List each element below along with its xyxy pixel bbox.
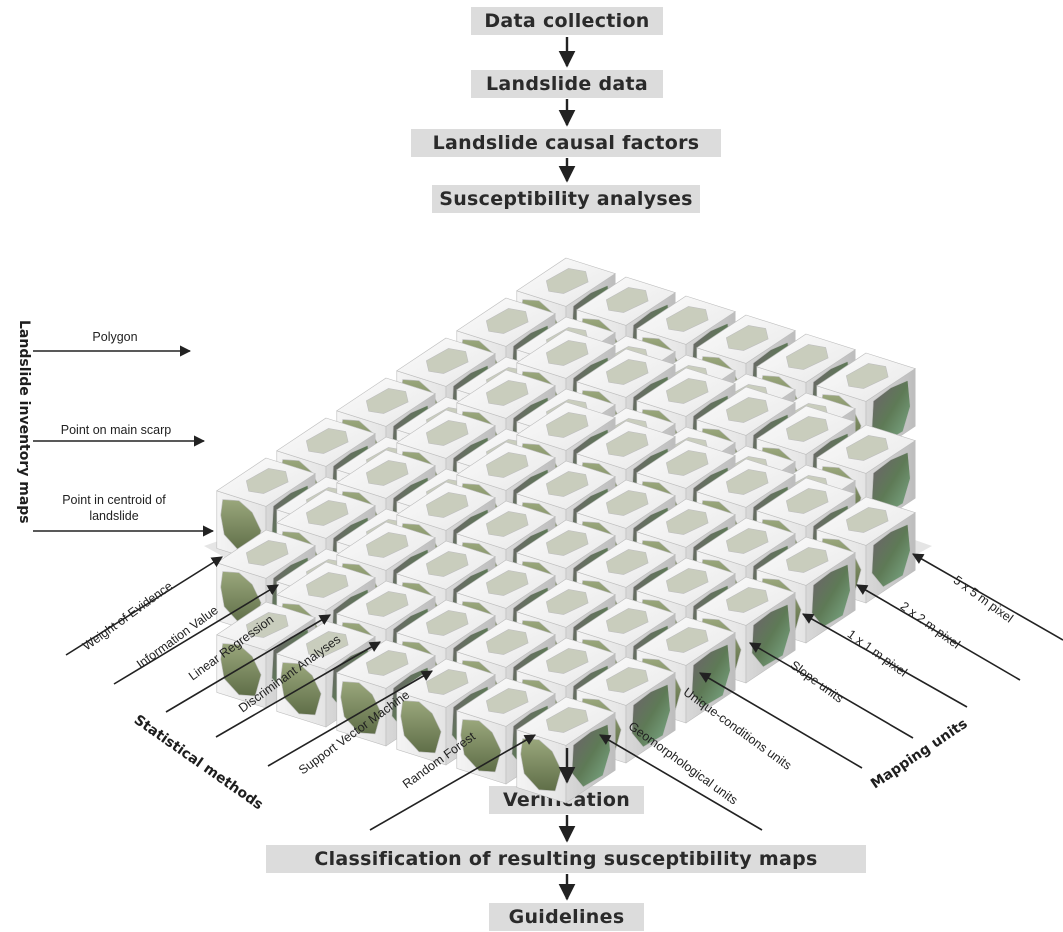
- cube-top-map: [605, 608, 649, 634]
- method-arrow: [113, 584, 279, 685]
- cube-top-map: [425, 669, 469, 695]
- cube-top-map: [545, 412, 589, 438]
- inventory-main-scarp-label: Point on main scarp: [60, 423, 172, 437]
- unit-arrow: [599, 734, 763, 831]
- cube-top-map: [485, 380, 529, 406]
- cube-left-map: [460, 719, 502, 773]
- cube-top-map: [425, 492, 469, 518]
- cube-top-map: [545, 648, 589, 674]
- cube-left-map: [340, 681, 382, 735]
- method-arrow: [215, 641, 381, 738]
- method-arrow: [65, 556, 223, 656]
- cube-right-map: [871, 523, 911, 588]
- cube-left-map: [520, 738, 562, 792]
- method-arrow: [267, 670, 433, 767]
- cube-top-map: [725, 528, 769, 554]
- cube-top-map: [485, 308, 529, 334]
- cube-stack: [216, 257, 916, 804]
- cube-top-map: [785, 488, 829, 514]
- cube-top-map: [425, 610, 469, 636]
- cube-top-map: [845, 363, 889, 389]
- unit-arrow: [699, 672, 863, 769]
- cube-right-map: [631, 683, 671, 748]
- classification-box: Classification of resulting susceptibili…: [266, 845, 866, 873]
- cube-top-map: [365, 388, 409, 414]
- cube-left-map: [400, 700, 442, 754]
- cube-top-map: [605, 431, 649, 457]
- cube-top-map: [545, 340, 589, 366]
- cube-top-map: [845, 507, 889, 533]
- susceptibility-analyses-box: Susceptibility analyses: [432, 185, 700, 213]
- cube-top-map: [785, 344, 829, 370]
- cube-top-map: [725, 469, 769, 495]
- cube-top-map: [785, 547, 829, 573]
- method-arrow: [165, 614, 331, 713]
- cube-top-map: [245, 468, 289, 494]
- cube-top-map: [485, 688, 529, 714]
- cube-top-map: [365, 650, 409, 676]
- landslide-data-box: Landslide data: [471, 70, 663, 98]
- cube-left-map: [220, 643, 262, 697]
- grid-cube: [516, 696, 616, 804]
- inventory-maps-title: Landslide inventory maps: [16, 320, 32, 524]
- cube-top-map: [305, 572, 349, 598]
- unit-arrow: [912, 553, 1063, 641]
- unit-arrow: [802, 613, 968, 708]
- cube-top-map: [665, 450, 709, 476]
- cube-top-map: [605, 667, 649, 693]
- cube-top-map: [545, 268, 589, 294]
- cube-left-map: [280, 662, 322, 716]
- cube-top-map: [365, 532, 409, 558]
- unit-arrow: [749, 642, 914, 739]
- cube-top-map: [665, 306, 709, 332]
- inventory-centroid-label: Point in centroid of landslide: [62, 493, 166, 523]
- cube-top-map: [665, 378, 709, 404]
- cube-top-map: [245, 612, 289, 638]
- cube-top-map: [665, 509, 709, 535]
- cube-top-map: [545, 707, 589, 733]
- cube-top-map: [425, 420, 469, 446]
- cube-top-map: [605, 549, 649, 575]
- cube-top-map: [845, 435, 889, 461]
- cube-top-map: [785, 416, 829, 442]
- cube-top-map: [605, 287, 649, 313]
- cube-top-map: [605, 359, 649, 385]
- cube-top-map: [485, 511, 529, 537]
- cube-top-map: [425, 348, 469, 374]
- cube-top-map: [725, 397, 769, 423]
- cube-top-map: [425, 551, 469, 577]
- cube-top-map: [305, 631, 349, 657]
- cube-top-map: [365, 460, 409, 486]
- cube-top-map: [665, 568, 709, 594]
- method-arrow: [369, 734, 536, 831]
- flow-arrows: [33, 37, 1063, 901]
- cube-top-map: [545, 471, 589, 497]
- cube-top-map: [245, 540, 289, 566]
- cube-top-map: [305, 500, 349, 526]
- cube-top-map: [725, 325, 769, 351]
- guidelines-box: Guidelines: [489, 903, 644, 931]
- cube-top-map: [485, 570, 529, 596]
- cube-top-map: [545, 589, 589, 615]
- cube-top-map: [725, 587, 769, 613]
- cube-top-map: [485, 629, 529, 655]
- data-collection-box: Data collection: [471, 7, 663, 35]
- unit-arrow: [856, 584, 1021, 681]
- cube-top-map: [485, 452, 529, 478]
- inventory-polygon-label: Polygon: [92, 330, 138, 344]
- cube-top-map: [605, 490, 649, 516]
- causal-factors-box: Landslide causal factors: [411, 129, 721, 157]
- cube-top-map: [545, 530, 589, 556]
- cube-top-map: [365, 591, 409, 617]
- cube-top-map: [305, 428, 349, 454]
- cube-top-map: [665, 627, 709, 653]
